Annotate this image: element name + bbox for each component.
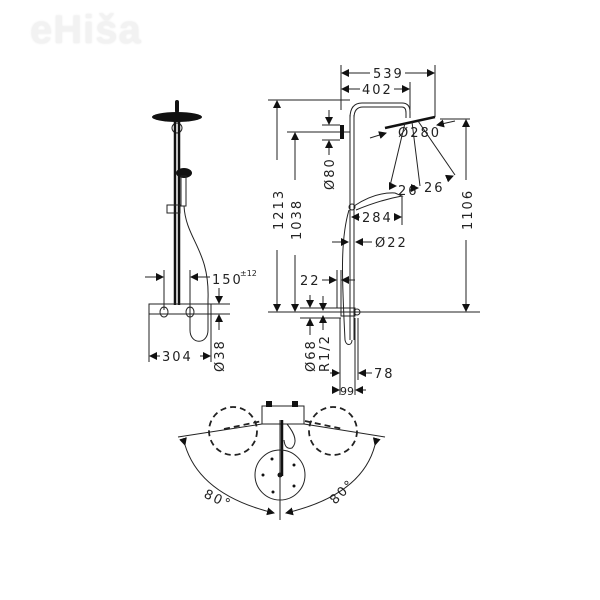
- dim-rotation-left: 80°: [201, 487, 234, 513]
- dim-mixer-width: 304: [162, 350, 193, 365]
- side-view-figure: [340, 102, 456, 345]
- top-view-figure: [177, 401, 386, 520]
- dim-head-height: 1106: [461, 189, 476, 230]
- dim-holder-diameter: Ø80: [323, 157, 338, 190]
- dim-handle-spacing-tolerance: ±12: [240, 269, 257, 278]
- dim-height-to-holder: 1038: [290, 199, 305, 240]
- dim-arm-to-head: 402: [362, 83, 393, 98]
- dim-depth-78: 78: [374, 367, 395, 382]
- front-view-dimensions: 150 ±12 Ø38 304: [145, 269, 257, 372]
- dim-wall-offset: 22: [300, 274, 321, 289]
- dim-thread: R1/2: [318, 334, 333, 372]
- watermark-logo: eHiša: [30, 8, 142, 52]
- front-view-figure: [148, 100, 212, 342]
- dim-angle-right: 26: [424, 181, 445, 196]
- dim-mixer-diameter: Ø38: [213, 339, 228, 372]
- dim-arm-overall: 539: [373, 67, 404, 82]
- dim-depth-99: 99: [340, 385, 354, 398]
- dim-hand-shower-reach: 284: [362, 211, 393, 226]
- dim-head-diameter: Ø280: [398, 126, 441, 141]
- dim-angle-left: 26: [398, 184, 419, 199]
- dim-total-height: 1213: [272, 189, 287, 230]
- dim-handle-spacing: 150: [212, 273, 243, 288]
- dim-pipe-diameter: Ø22: [375, 236, 408, 251]
- side-view-dimensions: 539 402 Ø280 26 26 284 Ø22 22: [268, 65, 480, 398]
- dim-rosette-diameter: Ø68: [304, 339, 319, 372]
